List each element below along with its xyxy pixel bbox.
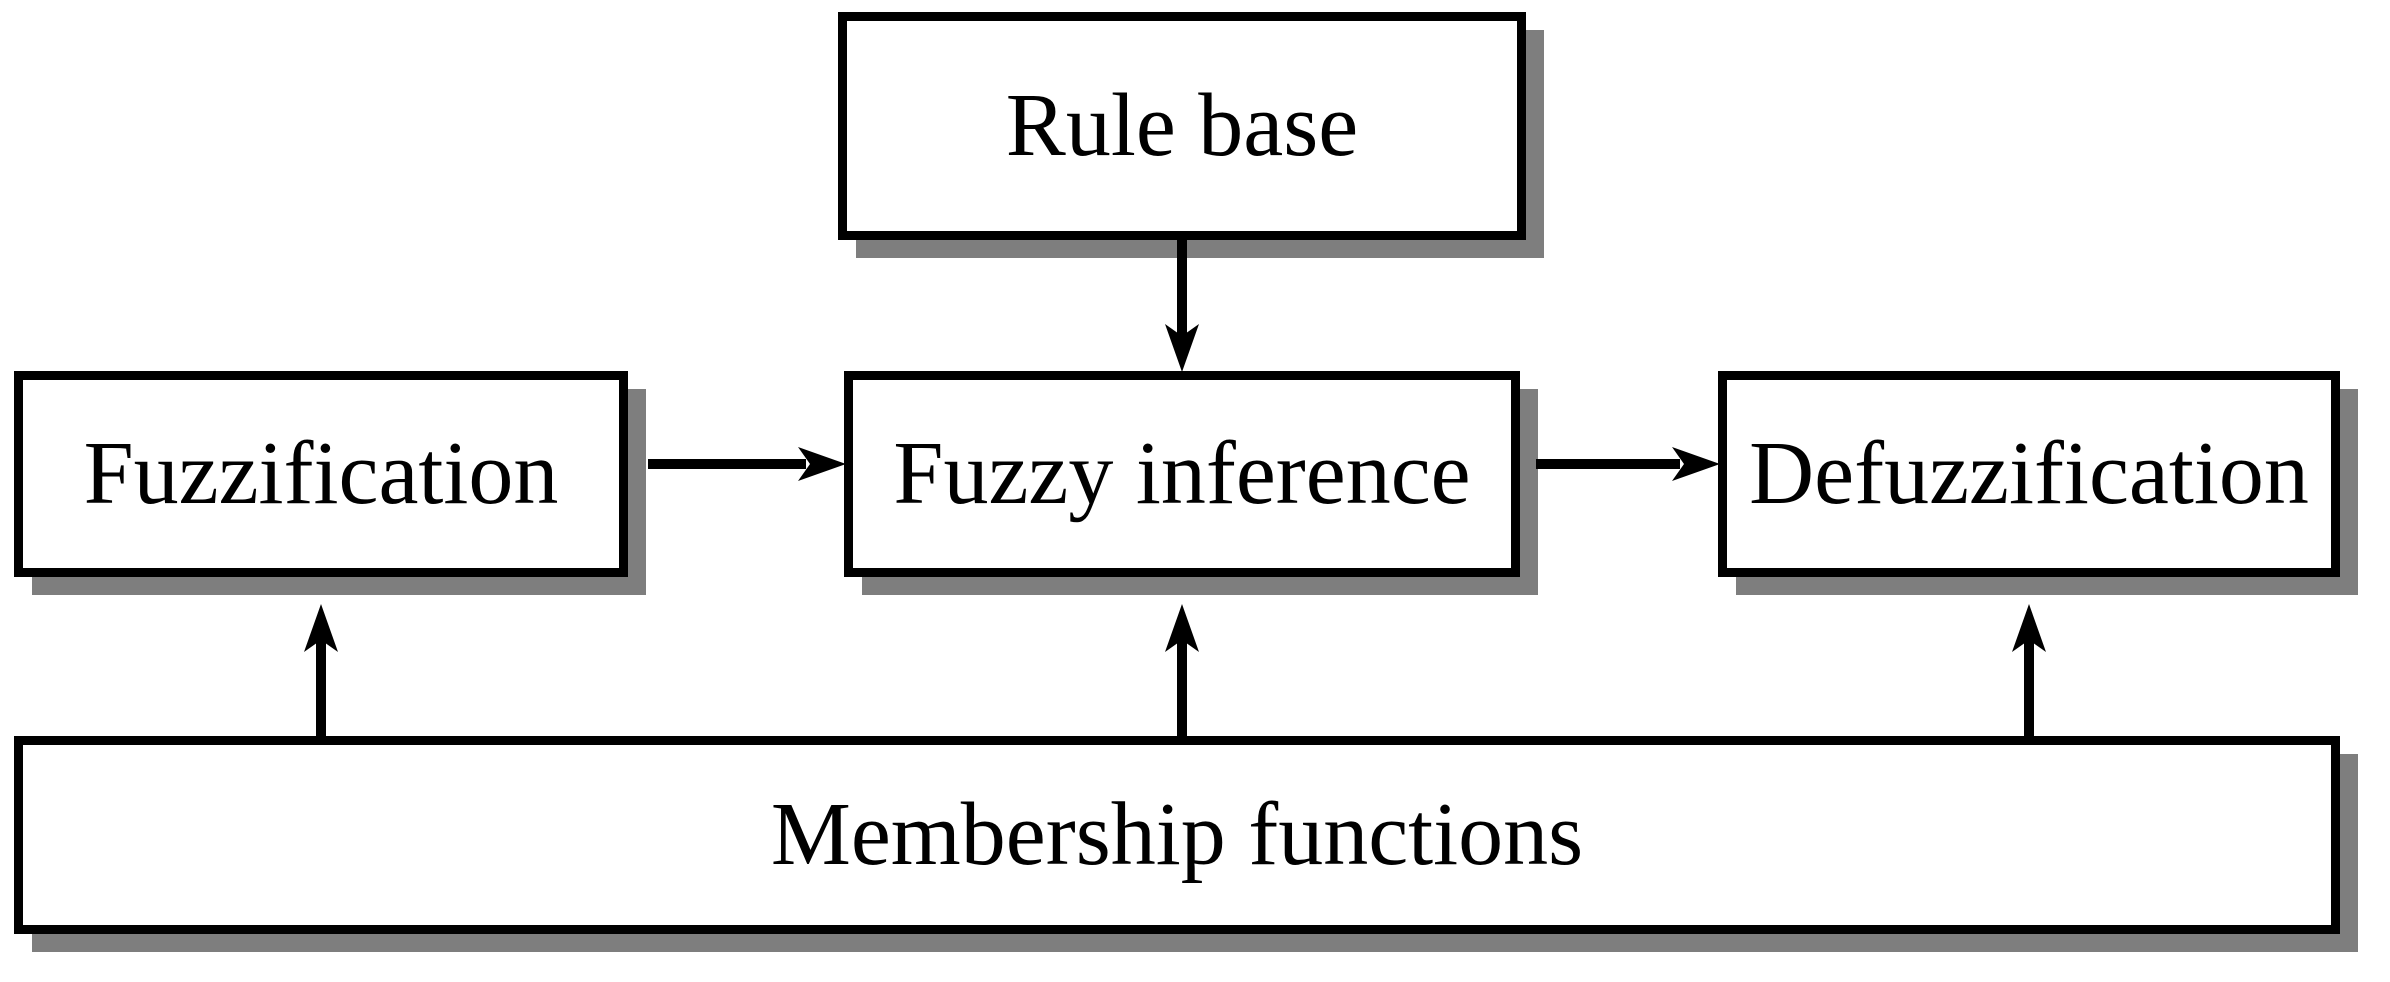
arrow-membership-to-fuzzification xyxy=(304,604,338,736)
arrow-fuzzification-to-fuzzy-inference xyxy=(648,447,846,481)
fuzzification-label: Fuzzification xyxy=(83,424,559,523)
defuzzification-label: Defuzzification xyxy=(1749,424,2309,523)
arrow-rule-base-to-fuzzy-inference xyxy=(1165,240,1199,372)
arrow-head-icon xyxy=(304,604,338,652)
node-defuzzification: Defuzzification xyxy=(1718,371,2340,577)
node-fuzzification: Fuzzification xyxy=(14,371,628,577)
arrow-head-icon xyxy=(2012,604,2046,652)
arrow-head-icon xyxy=(1672,447,1720,481)
arrow-fuzzy-inference-to-defuzzification xyxy=(1536,447,1720,481)
arrow-membership-to-defuzzification xyxy=(2012,604,2046,736)
arrow-membership-to-fuzzy-inference xyxy=(1165,604,1199,736)
node-fuzzy-inference: Fuzzy inference xyxy=(844,371,1520,577)
rule-base-label: Rule base xyxy=(1005,76,1359,175)
fuzzy-inference-label: Fuzzy inference xyxy=(893,424,1471,523)
arrow-head-icon xyxy=(798,447,846,481)
node-membership-functions: Membership functions xyxy=(14,736,2340,934)
arrow-head-icon xyxy=(1165,604,1199,652)
membership-functions-label: Membership functions xyxy=(770,785,1584,884)
arrow-head-icon xyxy=(1165,324,1199,372)
node-rule-base: Rule base xyxy=(838,12,1526,240)
